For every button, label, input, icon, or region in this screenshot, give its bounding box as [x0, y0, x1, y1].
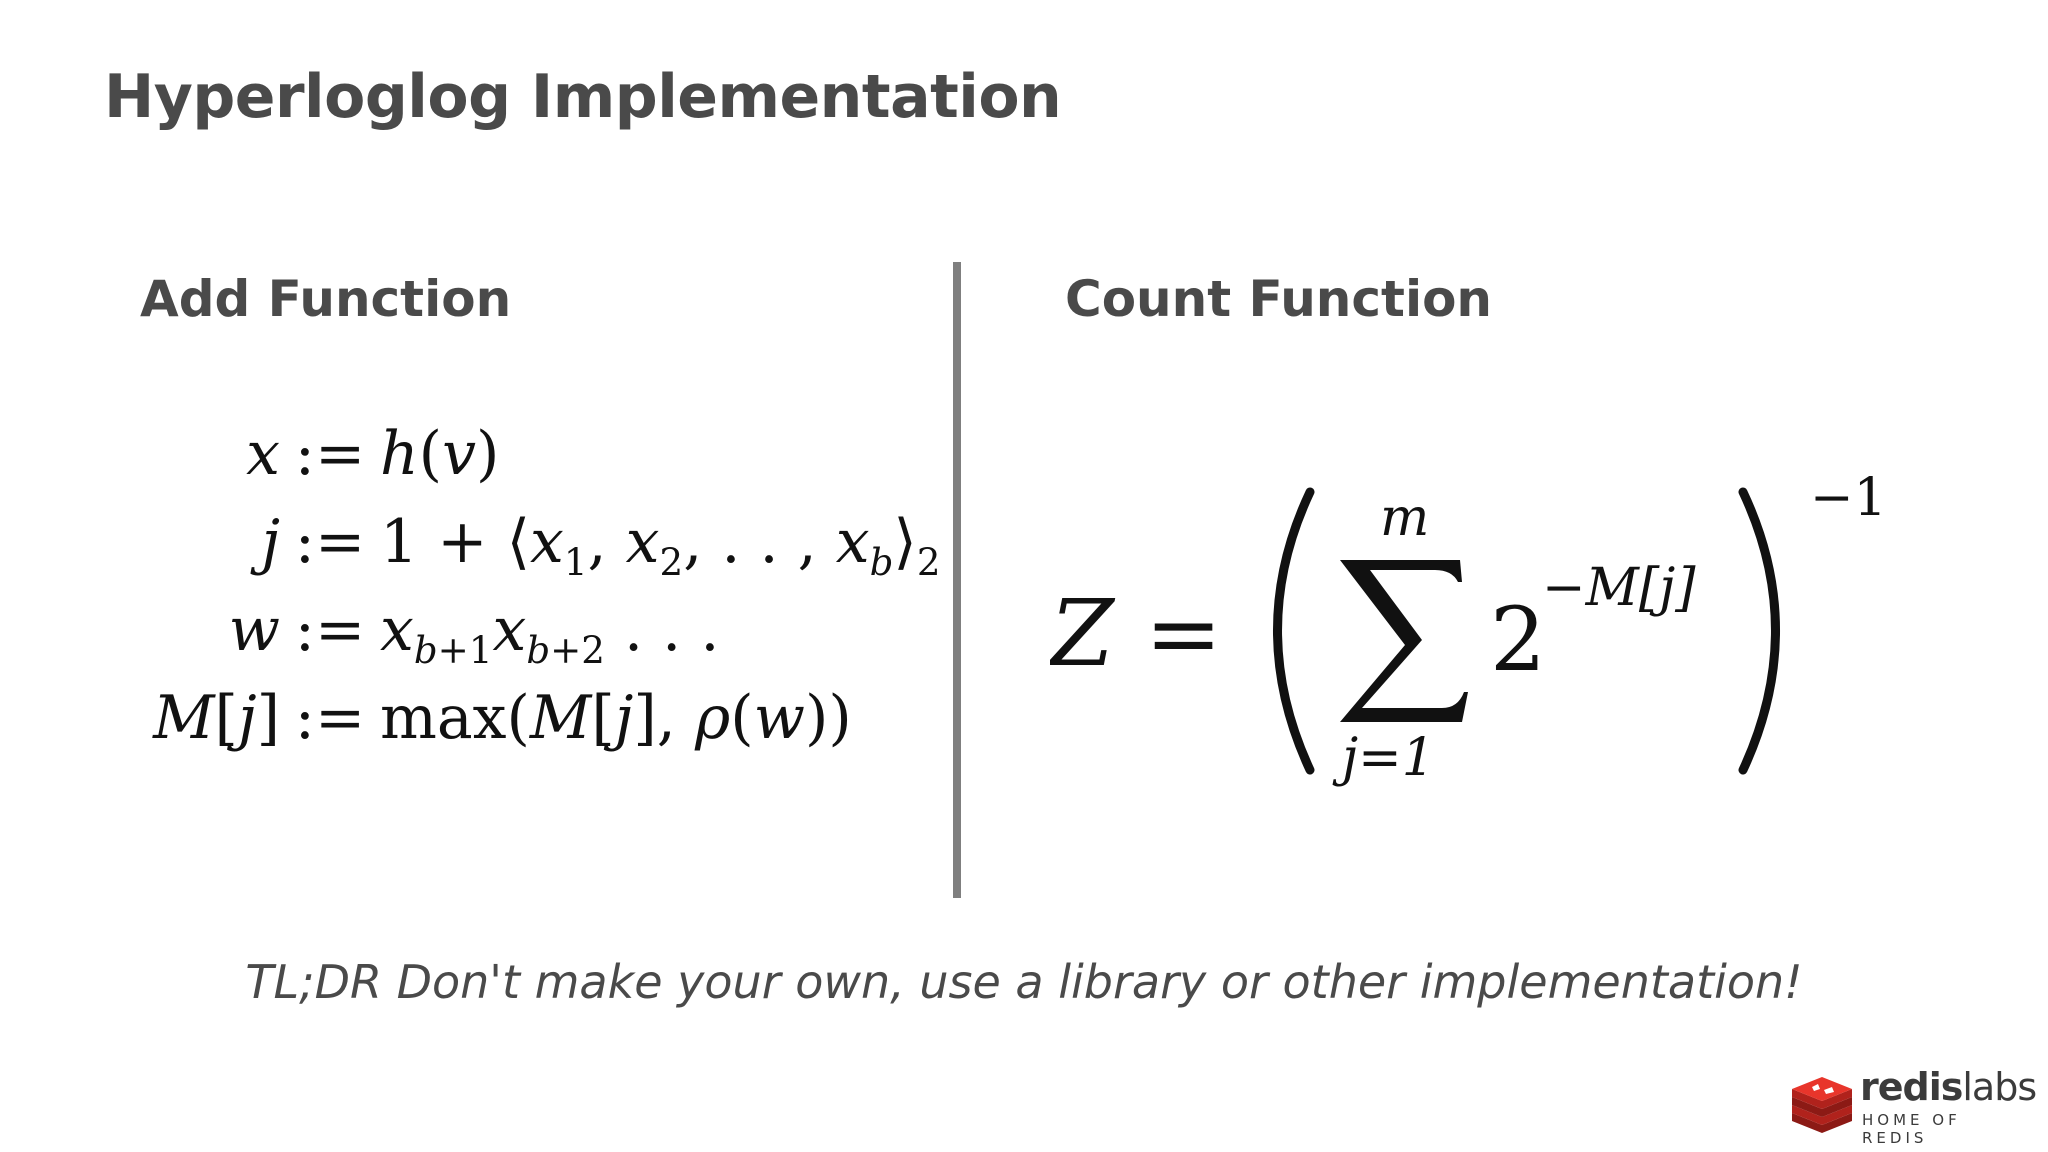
equation-lhs: x	[246, 419, 280, 489]
add-function-heading: Add Function	[140, 270, 512, 328]
formula-exponent: −M[j]	[1542, 558, 1696, 618]
summation-sigma	[1340, 560, 1468, 722]
formula-base: 2	[1490, 588, 1546, 691]
equation-lhs: M[j]	[153, 683, 280, 753]
right-paren	[1738, 487, 1780, 775]
equation-line: M[j]:=max(M[j], ρ(w))	[130, 674, 941, 762]
equation-operator: :=	[294, 683, 366, 753]
sum-upper-limit: m	[1380, 488, 1429, 548]
tldr-note: TL;DR Don't make your own, use a library…	[245, 955, 1803, 1009]
equation-line: j:=1 + ⟨x1, x2, . . , xb⟩2	[130, 498, 940, 586]
equation-operator: :=	[294, 419, 366, 489]
equation-operator: :=	[294, 595, 366, 665]
formula-equals: =	[1145, 580, 1222, 687]
outer-exponent: −1	[1810, 468, 1887, 528]
logo-wordmark: redislabs	[1860, 1065, 2037, 1109]
add-function-equations: x:=h(v) j:=1 + ⟨x1, x2, . . , xb⟩2 w:=xb…	[130, 410, 941, 762]
count-function-formula: Z = m j=1 2 −M[j] −1	[1050, 468, 1887, 788]
logo-tagline: HOME OF REDIS	[1862, 1111, 1961, 1147]
count-function-heading: Count Function	[1065, 270, 1493, 328]
sum-lower-limit: j=1	[1332, 728, 1435, 788]
equation-lhs: j	[261, 507, 280, 577]
formula-lhs: Z	[1050, 580, 1116, 687]
equation-operator: :=	[294, 507, 366, 577]
redis-cube-icon	[1792, 1077, 1852, 1133]
equation-line: w:=xb+1xb+2 . . .	[130, 586, 941, 674]
equation-line: x:=h(v)	[130, 410, 941, 498]
left-paren	[1273, 487, 1315, 775]
redislabs-logo: redislabs HOME OF REDIS	[1790, 1065, 2037, 1147]
equation-lhs: w	[228, 595, 280, 665]
column-divider	[953, 262, 961, 898]
slide-title: Hyperloglog Implementation	[104, 62, 1062, 132]
